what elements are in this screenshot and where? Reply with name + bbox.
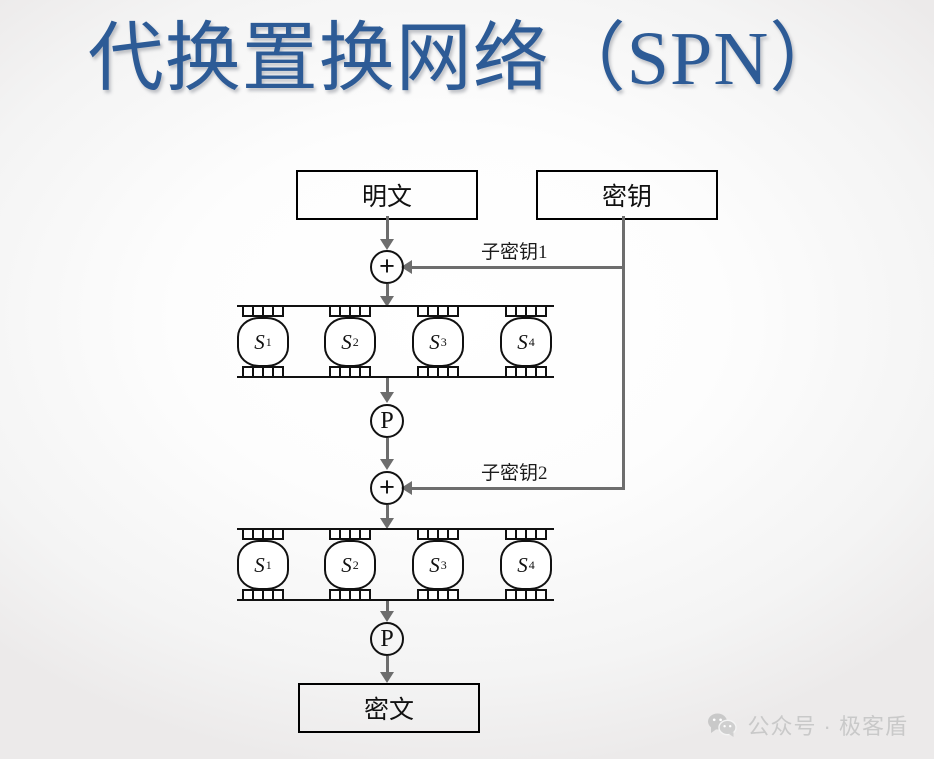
sbox-row-1-bottom-rail <box>237 376 554 378</box>
sbox-2-3-input-ticks <box>417 528 459 540</box>
arrowhead-perm1-to-xor2 <box>380 459 394 470</box>
connector-subkey1 <box>405 266 625 269</box>
permutation-node-2: P <box>370 622 404 656</box>
connector-xor2-to-sboxrow2 <box>386 505 389 519</box>
sbox-2-1-name: S <box>254 552 265 577</box>
wechat-icon <box>708 713 738 737</box>
connector-sboxrow2-to-perm2 <box>386 601 389 617</box>
sbox-2-4-index: 4 <box>528 557 535 572</box>
key-box-label: 密钥 <box>601 184 652 211</box>
sbox-1-1-name: S <box>254 329 265 354</box>
arrowhead-xor2-to-sboxrow2 <box>380 518 394 529</box>
sbox-2-1-output-ticks <box>242 589 284 601</box>
watermark-text: 公众号 · 极客盾 <box>747 714 908 739</box>
sbox-2-4-input-ticks <box>505 528 547 540</box>
sbox-1-4-input-ticks <box>505 305 547 317</box>
arrowhead-sboxrow2-to-perm2 <box>380 611 394 622</box>
sbox-1-3-name: S <box>429 329 440 354</box>
sbox-1-3-index: 3 <box>440 334 447 349</box>
sbox-2-1-input-ticks <box>242 528 284 540</box>
subkey1-label: 子密钥1 <box>481 242 548 263</box>
permutation-node-1-label: P <box>380 408 394 434</box>
arrowhead-subkey2 <box>401 481 412 495</box>
connector-xor1-to-sboxrow1 <box>386 284 389 298</box>
sbox-2-1-index: 1 <box>265 557 272 572</box>
watermark: 公众号 · 极客盾 <box>707 709 908 741</box>
xor-node-1: + <box>370 250 404 284</box>
sbox-1-3-output-ticks <box>417 366 459 378</box>
connector-perm2-to-ciphertext <box>386 656 389 676</box>
arrowhead-xor1-to-sboxrow1 <box>380 296 394 307</box>
sbox-1-3-input-ticks <box>417 305 459 317</box>
sbox-2-4-output-ticks <box>505 589 547 601</box>
permutation-node-1: P <box>370 404 404 438</box>
sbox-1-4-output-ticks <box>505 366 547 378</box>
sbox-1-1-output-ticks <box>242 366 284 378</box>
sbox-2-4-name: S <box>517 552 528 577</box>
sbox-2-2-input-ticks <box>329 528 371 540</box>
plaintext-box-label: 明文 <box>361 184 412 211</box>
sbox-2-2-index: 2 <box>352 557 359 572</box>
sbox-1-2-name: S <box>341 329 352 354</box>
plaintext-box: 明文 <box>296 170 478 220</box>
sbox-2-3-output-ticks <box>417 589 459 601</box>
sbox-1-4-index: 4 <box>528 334 535 349</box>
xor-node-2: + <box>370 471 404 505</box>
page-title: 代换置换网络（SPN） <box>87 17 847 101</box>
sbox-1-2-index: 2 <box>352 334 359 349</box>
arrowhead-subkey1 <box>401 260 412 274</box>
xor-plus-glyph-2: + <box>379 471 395 502</box>
connector-key-trunk <box>622 216 625 488</box>
subkey2-label: 子密钥2 <box>481 463 548 484</box>
arrowhead-plaintext-to-xor1 <box>380 239 394 250</box>
key-box: 密钥 <box>536 170 718 220</box>
sbox-2-2-output-ticks <box>329 589 371 601</box>
sbox-1-1-input-ticks <box>242 305 284 317</box>
sbox-1-2-input-ticks <box>329 305 371 317</box>
sbox-row-2-bottom-rail <box>237 599 554 601</box>
connector-sboxrow1-to-perm1 <box>386 378 389 394</box>
sbox-row-2-top-rail <box>237 528 554 530</box>
arrowhead-perm2-to-ciphertext <box>380 672 394 683</box>
xor-plus-glyph: + <box>379 250 395 281</box>
ciphertext-box-label: 密文 <box>363 697 414 724</box>
connector-perm1-to-xor2 <box>386 438 389 460</box>
sbox-1-1-index: 1 <box>265 334 272 349</box>
sbox-2-2-name: S <box>341 552 352 577</box>
sbox-row-1-top-rail <box>237 305 554 307</box>
sbox-2-3-name: S <box>429 552 440 577</box>
sbox-2-3-index: 3 <box>440 557 447 572</box>
ciphertext-box: 密文 <box>298 683 480 733</box>
sbox-1-2-output-ticks <box>329 366 371 378</box>
permutation-node-2-label: P <box>380 626 394 652</box>
arrowhead-sboxrow1-to-perm1 <box>380 392 394 403</box>
connector-subkey2 <box>405 487 625 490</box>
connector-plaintext-to-xor1 <box>386 216 389 242</box>
sbox-1-4-name: S <box>517 329 528 354</box>
